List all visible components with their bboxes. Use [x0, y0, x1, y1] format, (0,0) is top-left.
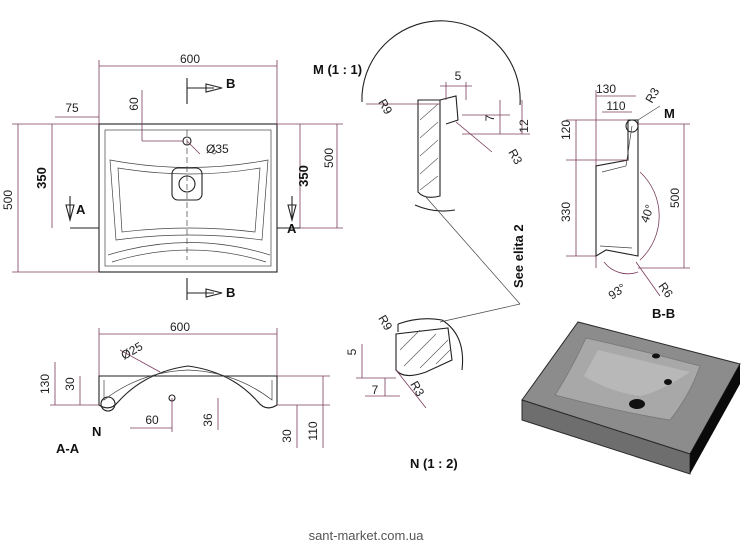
dim-aa-rim-30: 30: [63, 377, 77, 391]
dim-depth-500-right: 500: [322, 148, 336, 168]
dim-bb-radius-r3: R3: [642, 85, 662, 106]
dim-bb-depth-130: 130: [596, 82, 616, 96]
dim-m-thickness-5: 5: [455, 69, 462, 83]
top-view: 600 75 60 Ø35 500 350 350 500 A A: [1, 52, 343, 300]
detail-n: R9 5 7 R3 N (1 : 2): [345, 303, 521, 471]
dim-aa-height-110: 110: [306, 421, 320, 440]
detail-m-title: M (1 : 1): [313, 62, 362, 77]
dim-aa-drain-offset: 60: [145, 413, 159, 427]
section-marker-b-top: B: [226, 76, 235, 91]
dim-aa-drain-depth: 36: [201, 413, 215, 427]
dim-hole-offset-60: 60: [127, 97, 141, 111]
dim-bb-height-120: 120: [559, 120, 573, 140]
dim-drain-diameter: Ø25: [119, 339, 146, 363]
detail-n-arc: [397, 318, 464, 371]
section-marker-a-right: A: [287, 221, 297, 236]
dim-hole-diameter: Ø35: [206, 142, 229, 156]
dim-bb-angle-93: 93°: [606, 280, 629, 302]
dim-half-depth-right: 350: [296, 165, 311, 187]
dim-n-radius-r9: R9: [375, 313, 395, 334]
dim-m-lip-7: 7: [483, 114, 497, 121]
detail-m: M (1 : 1) 5 R9 7 12 R3: [313, 20, 531, 305]
dim-aa-height-130: 130: [38, 374, 52, 394]
dim-aa-width-600: 600: [170, 320, 190, 334]
section-marker-a-left: A: [76, 202, 86, 217]
section-bb-profile: [595, 119, 639, 257]
dim-depth-500-left: 500: [1, 190, 15, 210]
watermark-text: sant-market.com.ua: [309, 528, 425, 543]
detail-m-arc: [361, 20, 521, 106]
dim-offset-75: 75: [65, 101, 79, 115]
detail-marker-m: M: [664, 106, 675, 121]
dim-bb-height-330: 330: [559, 202, 573, 222]
detail-marker-n: N: [92, 424, 101, 439]
section-aa: 600 Ø25 130 30 60 36 30 110 N A-A: [38, 320, 330, 456]
section-aa-profile: [98, 365, 278, 409]
dim-n-step-5: 5: [345, 348, 359, 355]
dim-bb-angle-40: 40°: [638, 203, 657, 225]
section-bb-title: B-B: [652, 306, 675, 321]
section-aa-title: A-A: [56, 441, 80, 456]
dim-width-600: 600: [180, 52, 200, 66]
dim-bb-depth-110: 110: [606, 99, 625, 113]
detail-circle-n: [100, 396, 116, 412]
dim-n-radius-r3: R3: [407, 379, 427, 400]
dim-bb-height-500: 500: [668, 188, 682, 208]
see-note: See elita 2: [511, 224, 526, 288]
dim-aa-rim-right-30: 30: [280, 429, 294, 443]
section-bb: 130 110 R3 M 120 330 500 40° 93° R6 B-B: [559, 82, 690, 321]
dim-bb-radius-r6: R6: [656, 280, 676, 301]
dim-m-height-12: 12: [517, 119, 531, 133]
dim-n-lip-7: 7: [372, 383, 379, 397]
section-marker-b-bottom: B: [226, 285, 235, 300]
basin-3d-view: [521, 321, 741, 475]
dim-m-radius-r9: R9: [375, 97, 395, 118]
dim-m-radius-r3: R3: [505, 147, 525, 168]
dim-half-depth-left: 350: [34, 167, 49, 189]
detail-n-title: N (1 : 2): [410, 456, 458, 471]
top-view-outline: [98, 123, 278, 273]
